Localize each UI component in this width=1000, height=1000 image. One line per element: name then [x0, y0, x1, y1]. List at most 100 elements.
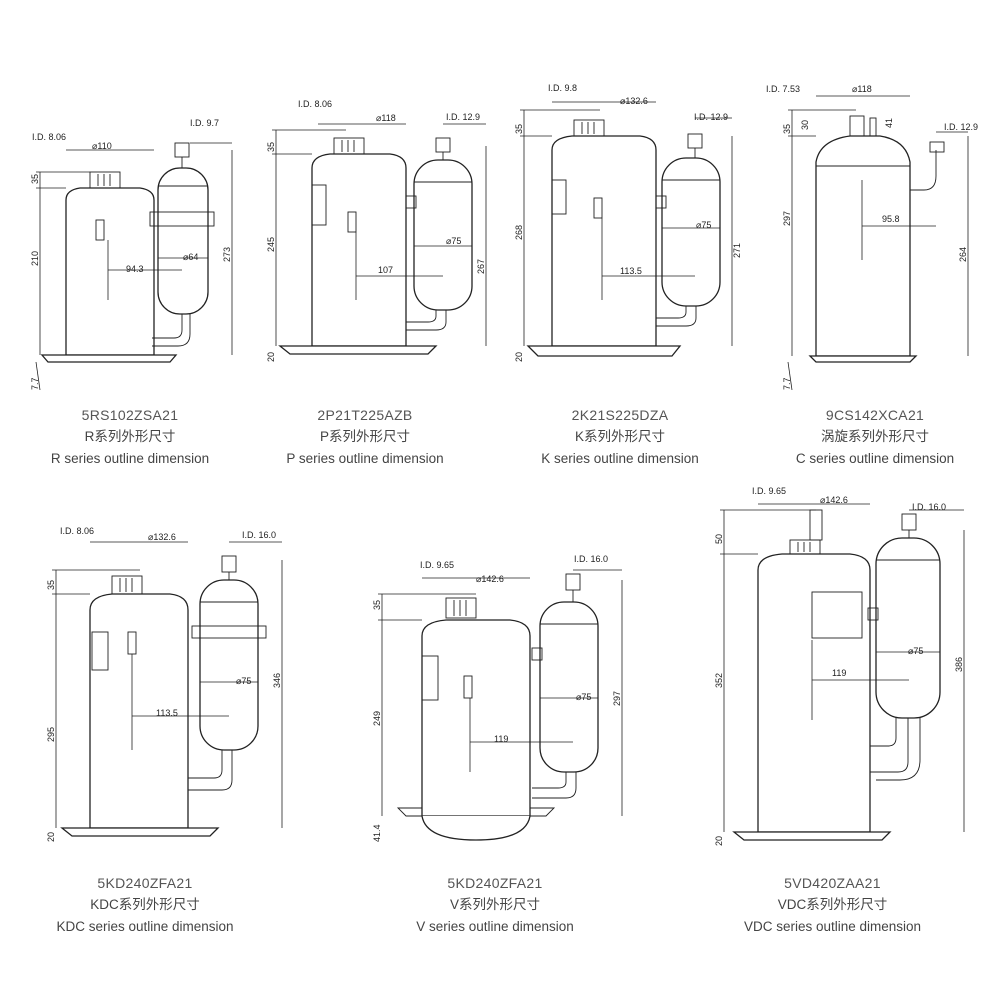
acc-diameter-label: ⌀75	[696, 220, 711, 230]
outline-shape	[849, 115, 865, 137]
outline-shape	[869, 117, 877, 137]
series-name-cn: 涡旋系列外形尺寸	[821, 429, 929, 444]
outline-shape	[910, 150, 937, 191]
outline-shape	[593, 197, 603, 219]
outline-shape	[111, 575, 143, 595]
height-base-label: 41.4	[372, 824, 382, 842]
acc-diameter-label: ⌀75	[576, 692, 591, 702]
offset-label: 95.8	[882, 214, 900, 224]
outline-shape	[789, 539, 821, 555]
height-base-label: 20	[514, 352, 524, 362]
shell-diameter-label: ⌀118	[852, 84, 872, 94]
c-series-drawing: I.D. 7.53 I.D. 12.9 ⌀118 95.8 35 30 41 2…	[766, 84, 978, 391]
height-base-label: 20	[714, 836, 724, 846]
height-total-label: 267	[476, 259, 486, 274]
outline-shape	[565, 573, 581, 591]
outline-shape	[757, 553, 871, 833]
acc-diameter-label: ⌀75	[236, 676, 251, 686]
id-outlet-label: I.D. 12.9	[446, 112, 480, 122]
id-outlet-label: I.D. 16.0	[912, 502, 946, 512]
series-name-en: P series outline dimension	[286, 451, 444, 466]
offset-label: 119	[832, 668, 846, 678]
outline-shape	[661, 157, 721, 307]
outline-shape	[876, 718, 921, 781]
height-top-label: 35	[372, 600, 382, 610]
outline-shape	[445, 597, 477, 619]
k-series-drawing: I.D. 9.8 I.D. 12.9 ⌀132.6 ⌀75 113.5 35 2…	[514, 83, 742, 362]
model-name: 5KD240ZFA21	[97, 875, 193, 891]
series-name-cn: VDC系列外形尺寸	[777, 897, 888, 912]
outline-shape	[655, 195, 667, 209]
height-base-label: 20	[46, 832, 56, 842]
height-body-label: 268	[514, 225, 524, 240]
outline-shape	[221, 555, 237, 573]
series-name-en: KDC series outline dimension	[56, 919, 234, 934]
outline-shape	[157, 167, 209, 315]
outline-shape	[870, 718, 897, 747]
outline-shape	[188, 750, 223, 779]
shell-diameter-label: ⌀132.6	[620, 96, 648, 106]
shell-diameter-label: ⌀142.6	[820, 495, 848, 505]
outline-shape	[406, 310, 447, 331]
id-outlet-label: I.D. 16.0	[574, 554, 608, 564]
height-body-label: 210	[30, 251, 40, 266]
offset-label: 94.3	[126, 264, 144, 274]
outline-shape	[396, 807, 423, 817]
outline-shape	[40, 354, 178, 363]
outline-shape	[199, 579, 259, 751]
height-top-label: 35	[30, 174, 40, 184]
height-total-label: 386	[954, 657, 964, 672]
outline-shape	[188, 750, 233, 791]
r-series-caption: 5RS102ZSA21 R系列外形尺寸 R series outline dim…	[15, 404, 245, 470]
vdc-series-drawing: I.D. 9.65 I.D. 16.0 ⌀142.6 ⌀75 119 50 35…	[714, 486, 965, 846]
height-body-label: 249	[372, 711, 382, 726]
id-inlet-label: I.D. 9.65	[752, 486, 786, 496]
outline-shape	[870, 718, 909, 773]
kdc-series-drawing: I.D. 8.06 I.D. 16.0 ⌀132.6 ⌀75 113.5 35 …	[46, 526, 283, 842]
acc-diameter-label: ⌀75	[446, 236, 461, 246]
id-inlet-label: I.D. 8.06	[60, 526, 94, 536]
height-total-label: 264	[958, 247, 968, 262]
outline-shape	[191, 625, 267, 639]
outline-shape	[526, 345, 682, 357]
height-body-label: 352	[714, 673, 724, 688]
series-name-cn: P系列外形尺寸	[319, 429, 410, 444]
outline-shape	[406, 310, 437, 323]
p-series-caption: 2P21T225AZB P系列外形尺寸 P series outline dim…	[250, 404, 480, 470]
panel-vdc-series: I.D. 9.65 I.D. 16.0 ⌀142.6 ⌀75 119 50 35…	[700, 480, 1000, 990]
outline-shape	[687, 133, 703, 149]
outline-shape	[732, 831, 892, 841]
outline-shape	[808, 355, 918, 363]
series-name-cn: R系列外形尺寸	[84, 429, 176, 444]
outline-shape	[532, 772, 567, 789]
id-inlet-label: I.D. 8.06	[298, 99, 332, 109]
height-top-label: 35	[46, 580, 56, 590]
model-name: 5KD240ZFA21	[447, 875, 543, 891]
outline-shape	[539, 601, 599, 773]
height-top3-label: 41	[884, 118, 894, 128]
height-total-label: 271	[732, 243, 742, 258]
height-body-label: 245	[266, 237, 276, 252]
series-name-en: R series outline dimension	[50, 451, 210, 466]
outline-shape	[89, 593, 189, 829]
series-name-en: V series outline dimension	[416, 919, 574, 934]
outline-shape	[149, 211, 215, 227]
acc-diameter-label: ⌀64	[183, 252, 198, 262]
height-total-label: 297	[612, 691, 622, 706]
offset-label: 119	[494, 734, 508, 744]
outline-shape	[95, 219, 105, 241]
panel-v-series: I.D. 9.65 I.D. 16.0 ⌀142.6 ⌀75 119 35 24…	[360, 510, 650, 990]
outline-shape	[529, 807, 556, 817]
outline-shape	[531, 647, 543, 661]
acc-diameter-label: ⌀75	[908, 646, 923, 656]
outline-shape	[811, 591, 863, 639]
outline-shape	[91, 631, 109, 671]
outline-shape	[421, 655, 439, 701]
vdc-series-caption: 5VD420ZAA21 VDC系列外形尺寸 VDC series outline…	[700, 872, 965, 938]
height-base-label: 20	[266, 352, 276, 362]
outline-shape	[901, 513, 917, 531]
height-top-label: 35	[782, 124, 792, 134]
outline-shape	[551, 179, 567, 215]
outline-shape	[435, 137, 451, 153]
outline-shape	[875, 537, 941, 719]
